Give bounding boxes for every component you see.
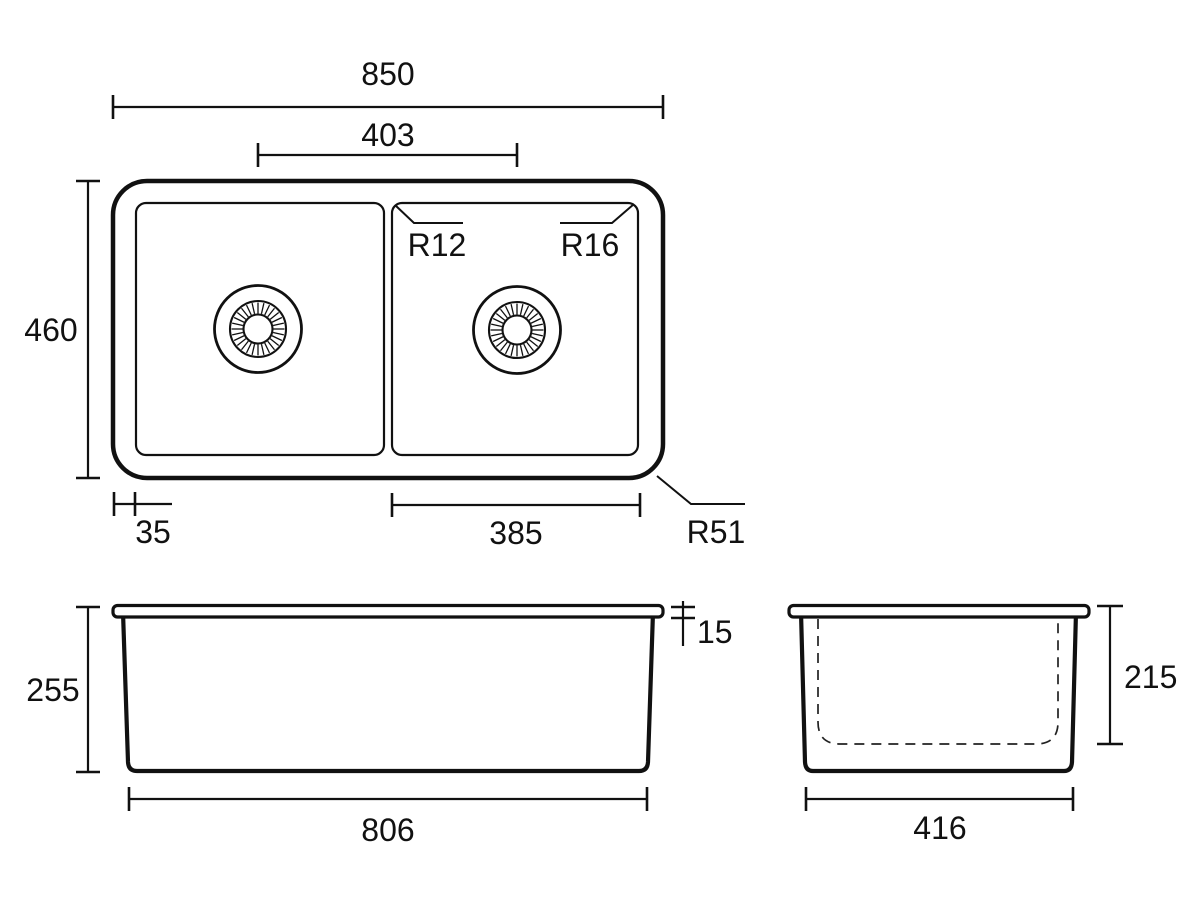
dim-drain-spacing-label: 403 <box>361 117 414 153</box>
dim-rim-thickness: 15 <box>671 601 733 650</box>
dim-overall-width: 850 <box>111 56 665 119</box>
dim-front-base-width: 806 <box>127 787 649 848</box>
r12-leader-line <box>394 204 463 224</box>
front-view: 255 15 806 <box>26 601 733 848</box>
dim-overall-height: 255 <box>26 605 100 774</box>
dim-overall-height-label: 255 <box>26 672 79 708</box>
dim-right-bowl-width-label: 385 <box>489 515 542 551</box>
right-bowl-top-left-radius-label: R12 <box>408 227 467 263</box>
dim-overall-depth: 460 <box>24 179 100 480</box>
top-view: R12 R16 850 403 460 <box>24 56 745 551</box>
dim-bowl-depth-label: 215 <box>1124 659 1177 695</box>
side-hidden-bowl-outline <box>817 619 1059 745</box>
r16-leader-line <box>560 203 635 224</box>
dim-drain-spacing: 403 <box>256 117 519 167</box>
dim-side-base-width-label: 416 <box>913 810 966 846</box>
dim-overall-width-label: 850 <box>361 56 414 92</box>
dim-rim-thickness-label: 15 <box>697 614 733 650</box>
right-bowl-top-right-radius-label: R16 <box>561 227 620 263</box>
dim-left-offset-label: 35 <box>135 514 171 550</box>
front-rim-outline <box>111 603 665 619</box>
side-view: 215 416 <box>787 603 1177 846</box>
dim-front-base-width-label: 806 <box>361 812 414 848</box>
dim-left-offset: 35 <box>112 492 172 550</box>
dim-overall-depth-label: 460 <box>24 312 77 348</box>
dim-side-base-width: 416 <box>804 787 1075 846</box>
front-body-outline <box>120 611 656 774</box>
dim-right-bowl-width: 385 <box>390 493 642 551</box>
outer-corner-radius-label: R51 <box>687 514 746 550</box>
side-rim-outline <box>787 603 1091 619</box>
dim-bowl-depth: 215 <box>1097 604 1177 746</box>
r51-leader-line <box>656 475 745 505</box>
side-body-outline <box>798 611 1079 774</box>
